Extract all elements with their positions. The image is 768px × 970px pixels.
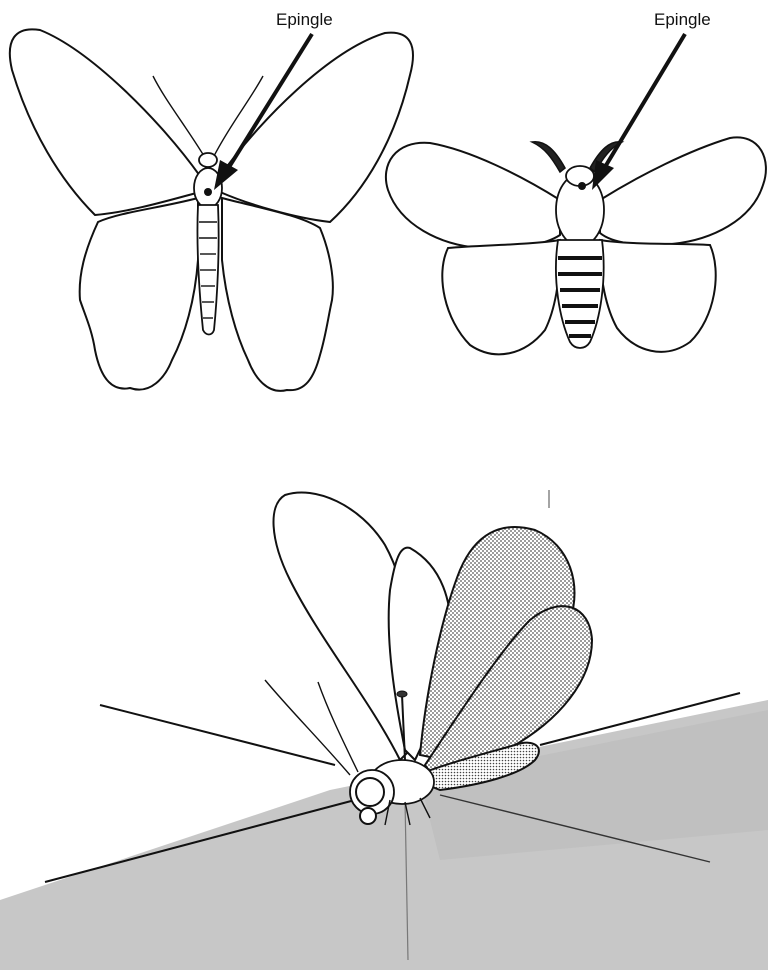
- left-pin-label: Epingle: [276, 10, 333, 29]
- side-antenna-2: [318, 682, 358, 772]
- right-pin-label: Epingle: [654, 10, 711, 29]
- moth-top-view: [386, 137, 766, 354]
- left-forewing: [10, 29, 200, 215]
- moth-right-forewing: [600, 137, 766, 245]
- board-scene: [0, 490, 768, 970]
- moth-left-forewing: [386, 143, 560, 249]
- side-eye: [356, 778, 384, 806]
- head: [199, 153, 217, 167]
- strip-line-top-left: [100, 705, 335, 765]
- moth-left-antenna: [532, 142, 565, 172]
- pin-head: [397, 691, 407, 697]
- moth-right-hindwing: [600, 240, 716, 352]
- right-hindwing: [222, 198, 333, 391]
- moth-pin-point: [578, 182, 586, 190]
- right-forewing: [220, 33, 413, 222]
- left-hindwing: [80, 198, 198, 390]
- moth-left-hindwing: [442, 240, 560, 354]
- side-palp: [360, 808, 376, 824]
- pin-point: [204, 188, 212, 196]
- butterfly-top-view: [10, 29, 413, 391]
